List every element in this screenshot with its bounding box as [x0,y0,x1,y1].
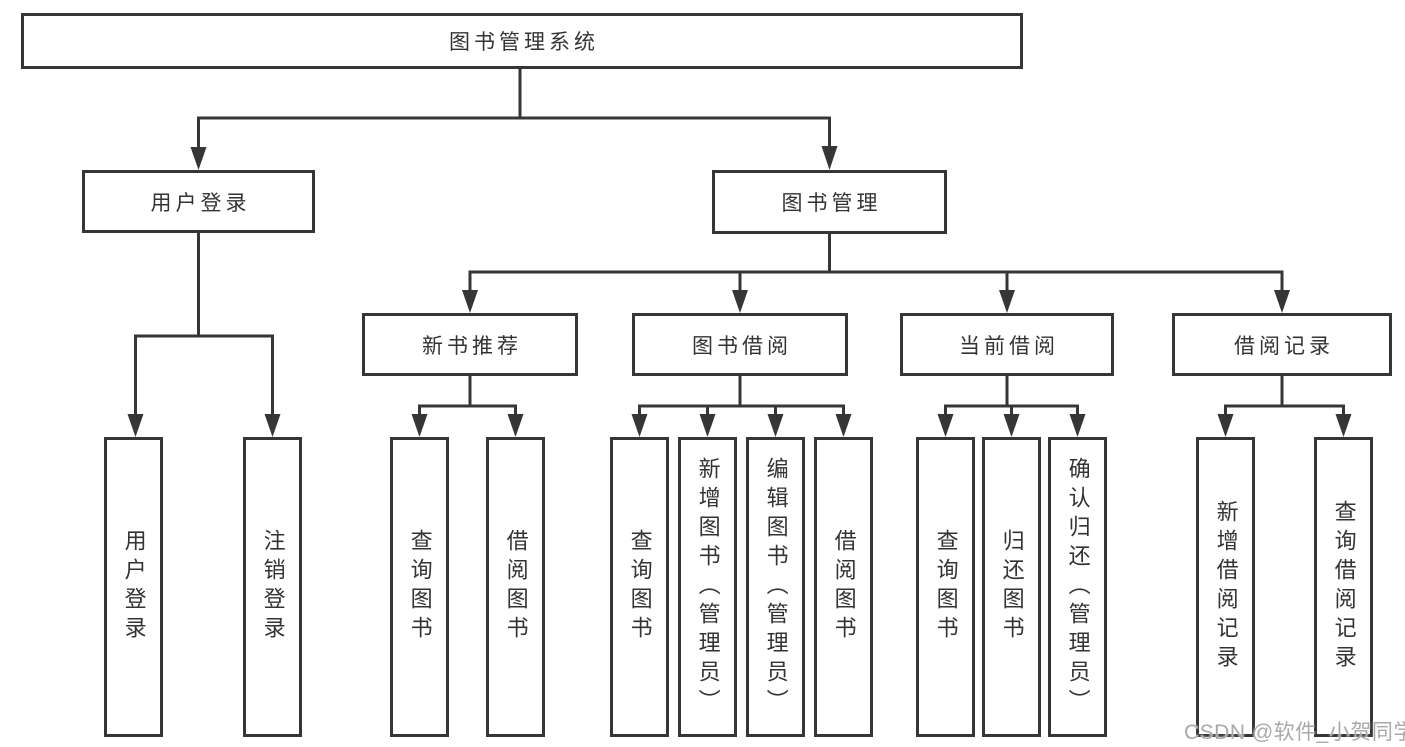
leaf-label: 查询图书 [407,529,433,645]
node-borrow-records: 借阅记录 [1172,313,1392,376]
leaf-label: 借阅图书 [503,529,529,645]
leaf-label: 注销登录 [260,529,286,645]
leaf-add-borrow-record: 新增借阅记录 [1196,437,1255,737]
leaf-label: 查询图书 [627,529,653,645]
connector-book-management-to-level2 [462,232,1290,313]
leaf-borrow-book-recommend: 借阅图书 [486,437,545,737]
leaf-user-login: 用户登录 [104,437,163,737]
leaf-label: 借阅图书 [831,529,857,645]
leaf-label: 查询图书 [933,529,959,645]
node-current-borrow: 当前借阅 [900,313,1114,376]
leaf-query-book-current: 查询图书 [916,437,975,737]
node-book-borrow: 图书借阅 [632,313,848,376]
leaf-borrow-book: 借阅图书 [814,437,873,737]
node-new-book-recommend: 新书推荐 [362,313,578,376]
leaf-query-book-recommend: 查询图书 [390,437,449,737]
leaf-label: 用户登录 [121,529,147,645]
leaf-logout: 注销登录 [243,437,302,737]
connector-current-borrow-to-leaves [937,374,1086,437]
connector-new-book-recommend-to-leaves [411,374,524,437]
leaf-label: 查询借阅记录 [1331,500,1357,674]
leaf-return-book: 归还图书 [982,437,1041,737]
leaf-confirm-return-admin: 确认归还（管理员） [1048,437,1107,737]
connector-user-login-to-leaves [127,231,281,437]
leaf-query-book-borrow: 查询图书 [610,437,669,737]
node-book-management: 图书管理 [712,170,947,234]
connector-book-borrow-to-leaves [631,374,852,437]
leaf-label: 新增借阅记录 [1213,500,1239,674]
connector-root-to-level1 [190,68,838,170]
leaf-query-borrow-record: 查询借阅记录 [1314,437,1373,737]
leaf-add-book-admin: 新增图书（管理员） [678,437,737,737]
node-library-management-system: 图书管理系统 [21,13,1023,69]
node-user-login: 用户登录 [82,170,315,233]
leaf-label: 新增图书（管理员） [695,456,721,718]
connector-borrow-records-to-leaves [1217,374,1352,437]
leaf-label: 编辑图书（管理员） [763,456,789,718]
leaf-edit-book-admin: 编辑图书（管理员） [746,437,805,737]
leaf-label: 归还图书 [999,529,1025,645]
csdn-watermark: CSDN @软件_小贺同学 [1184,721,1405,744]
leaf-label: 确认归还（管理员） [1065,456,1091,718]
